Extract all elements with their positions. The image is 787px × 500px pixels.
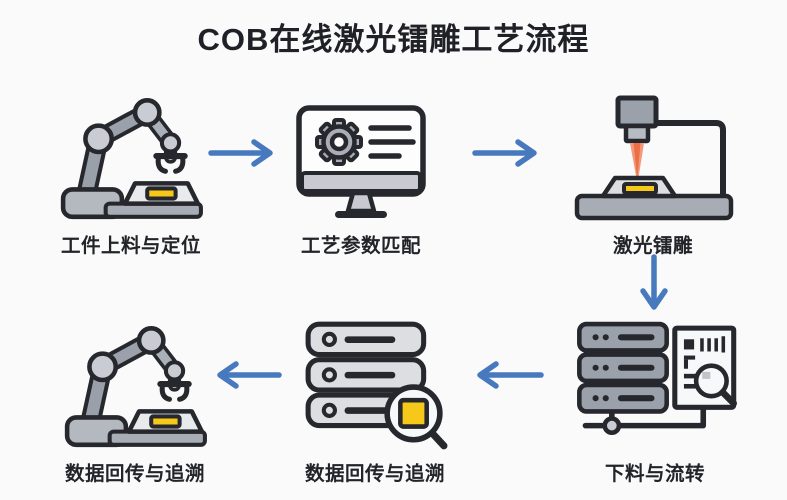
arrow-right-icon [472,139,537,167]
step-label: 工件上料与定位 [60,235,201,257]
flow-step-3: 激光镭雕 [558,82,748,258]
monitor-gear-icon [291,82,431,222]
step-label: 工艺参数匹配 [300,235,421,257]
arrow-down-icon [640,254,668,310]
flow-step-2: 工艺参数匹配 [266,82,456,258]
robot-arm-icon [55,82,207,222]
diagram-title: COB在线激光镭雕工艺流程 [197,22,590,57]
flow-step-5: 数据回传与追溯 [280,310,470,486]
flow-step-4: 下料与流转 [560,310,750,486]
server-magnifier-icon [300,310,450,450]
server-document-icon [571,310,739,450]
flow-step-6: 数据回传与追溯 [40,310,230,486]
arrow-right-icon [208,139,273,167]
step-label: 下料与流转 [604,463,705,485]
laser-marking-icon [571,82,736,222]
flow-step-1: 工件上料与定位 [36,82,226,258]
robot-arm-icon [59,310,211,450]
step-label: 数据回传与追溯 [304,463,445,485]
arrow-left-icon [217,361,282,389]
step-label: 数据回传与追溯 [64,463,205,485]
step-label: 激光镭雕 [612,235,693,257]
arrow-left-icon [477,361,544,389]
